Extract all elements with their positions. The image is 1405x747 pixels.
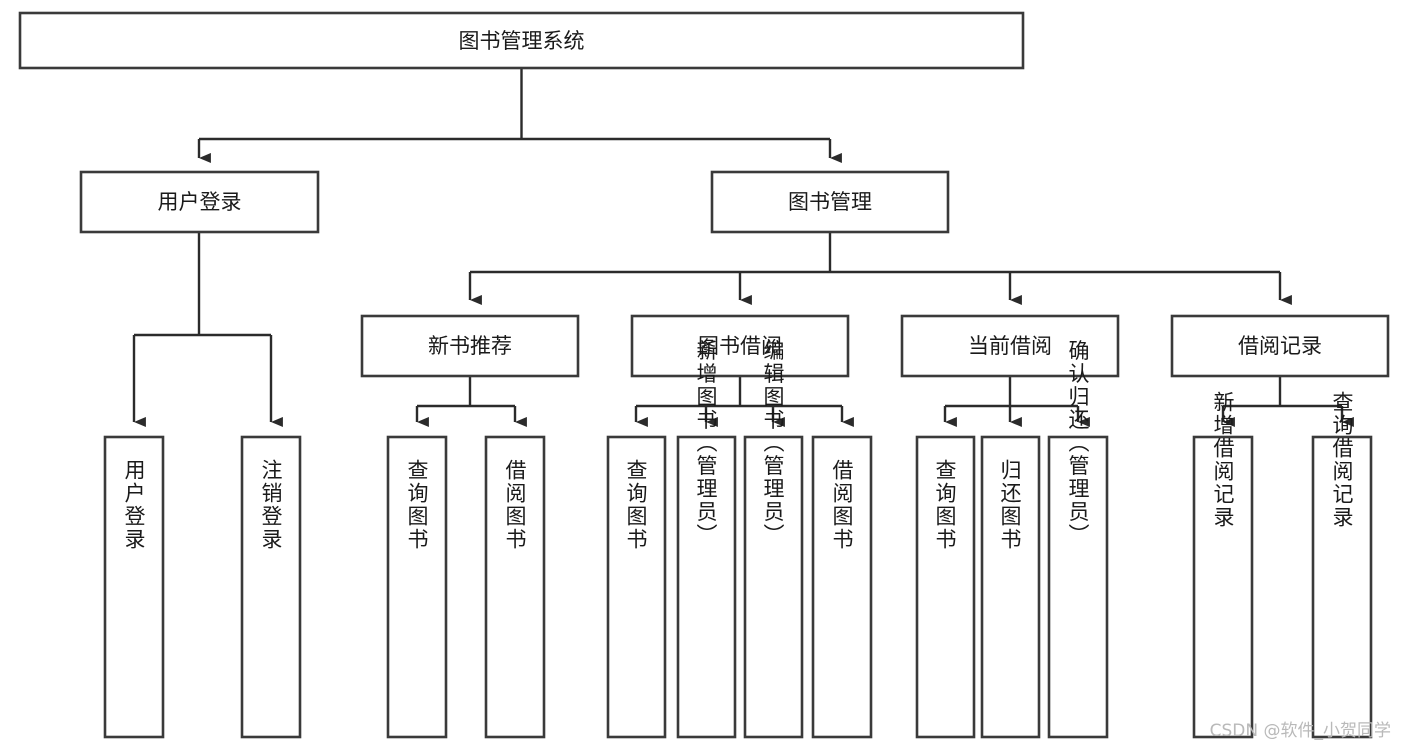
node-leaf-query-book-3-label: 查询图书 — [933, 459, 957, 551]
node-leaf-borrow-book-2[interactable]: 借阅图书 — [811, 435, 873, 739]
node-book-manage-label: 图书管理 — [788, 190, 872, 214]
node-borrow-record[interactable]: 借阅记录 — [1170, 314, 1390, 378]
node-book-manage[interactable]: 图书管理 — [710, 170, 950, 234]
node-book-borrow-label: 图书借阅 — [698, 334, 782, 358]
node-leaf-query-book-1-box[interactable] — [386, 435, 448, 739]
node-leaf-query-borrow-record-box[interactable] — [1311, 435, 1373, 739]
node-leaf-edit-book-admin[interactable]: 编辑图书（管理员） — [743, 340, 804, 739]
node-leaf-add-book-admin-label: 新增图书（管理员） — [694, 340, 718, 547]
node-leaf-query-borrow-record-label: 查询借阅记录 — [1330, 391, 1354, 529]
node-leaf-query-borrow-record[interactable]: 查询借阅记录 — [1311, 391, 1373, 739]
node-leaf-confirm-return-admin-label: 确认归还（管理员） — [1066, 340, 1090, 547]
node-leaf-query-book-1[interactable]: 查询图书 — [386, 435, 448, 739]
node-borrow-record-box[interactable] — [1170, 314, 1390, 378]
edge-group — [132, 68, 1354, 428]
node-book-borrow[interactable]: 图书借阅 — [630, 314, 850, 378]
node-leaf-logout[interactable]: 注销登录 — [240, 435, 302, 739]
node-leaf-return-book-label: 归还图书 — [998, 459, 1022, 551]
node-leaf-query-book-2-label: 查询图书 — [624, 459, 648, 551]
node-current-borrow-box[interactable] — [900, 314, 1120, 378]
node-leaf-user-login[interactable]: 用户登录 — [103, 435, 165, 739]
node-root-box[interactable] — [18, 11, 1025, 70]
node-leaf-confirm-return-admin[interactable]: 确认归还（管理员） — [1047, 340, 1109, 739]
node-root[interactable]: 图书管理系统 — [18, 11, 1025, 70]
node-leaf-query-book-1-label: 查询图书 — [405, 459, 429, 551]
node-leaf-add-borrow-record-box[interactable] — [1192, 435, 1254, 739]
node-leaf-logout-box[interactable] — [240, 435, 302, 739]
node-user-login-box[interactable] — [79, 170, 320, 234]
node-leaf-return-book-box[interactable] — [980, 435, 1041, 739]
node-leaf-user-login-label: 用户登录 — [122, 459, 146, 551]
node-leaf-borrow-book-1[interactable]: 借阅图书 — [484, 435, 546, 739]
node-borrow-record-label: 借阅记录 — [1238, 334, 1322, 358]
node-root-label: 图书管理系统 — [459, 29, 585, 53]
node-leaf-borrow-book-2-label: 借阅图书 — [830, 459, 854, 551]
node-leaf-borrow-book-1-label: 借阅图书 — [503, 459, 527, 551]
node-leaf-query-book-3-box[interactable] — [915, 435, 976, 739]
node-leaf-add-borrow-record-label: 新增借阅记录 — [1211, 391, 1235, 529]
node-current-borrow-label: 当前借阅 — [968, 334, 1052, 358]
node-leaf-add-borrow-record[interactable]: 新增借阅记录 — [1192, 391, 1254, 739]
node-new-book-recommend-box[interactable] — [360, 314, 580, 378]
node-leaf-borrow-book-2-box[interactable] — [811, 435, 873, 739]
node-leaf-confirm-return-admin-box[interactable] — [1047, 435, 1109, 739]
node-leaf-query-book-2-box[interactable] — [606, 435, 667, 739]
node-new-book-recommend[interactable]: 新书推荐 — [360, 314, 580, 378]
node-book-borrow-box[interactable] — [630, 314, 850, 378]
node-leaf-logout-label: 注销登录 — [259, 459, 283, 551]
node-leaf-query-book-2[interactable]: 查询图书 — [606, 435, 667, 739]
node-user-login-label: 用户登录 — [158, 190, 242, 214]
node-leaf-edit-book-admin-label: 编辑图书（管理员） — [761, 340, 785, 547]
node-user-login[interactable]: 用户登录 — [79, 170, 320, 234]
node-leaf-add-book-admin[interactable]: 新增图书（管理员） — [676, 340, 737, 739]
node-current-borrow[interactable]: 当前借阅 — [900, 314, 1120, 378]
node-leaf-edit-book-admin-box[interactable] — [743, 435, 804, 739]
node-leaf-query-book-3[interactable]: 查询图书 — [915, 435, 976, 739]
node-leaf-add-book-admin-box[interactable] — [676, 435, 737, 739]
node-leaf-borrow-book-1-box[interactable] — [484, 435, 546, 739]
node-book-manage-box[interactable] — [710, 170, 950, 234]
node-new-book-recommend-label: 新书推荐 — [428, 334, 512, 358]
node-leaf-user-login-box[interactable] — [103, 435, 165, 739]
node-leaf-return-book[interactable]: 归还图书 — [980, 435, 1041, 739]
